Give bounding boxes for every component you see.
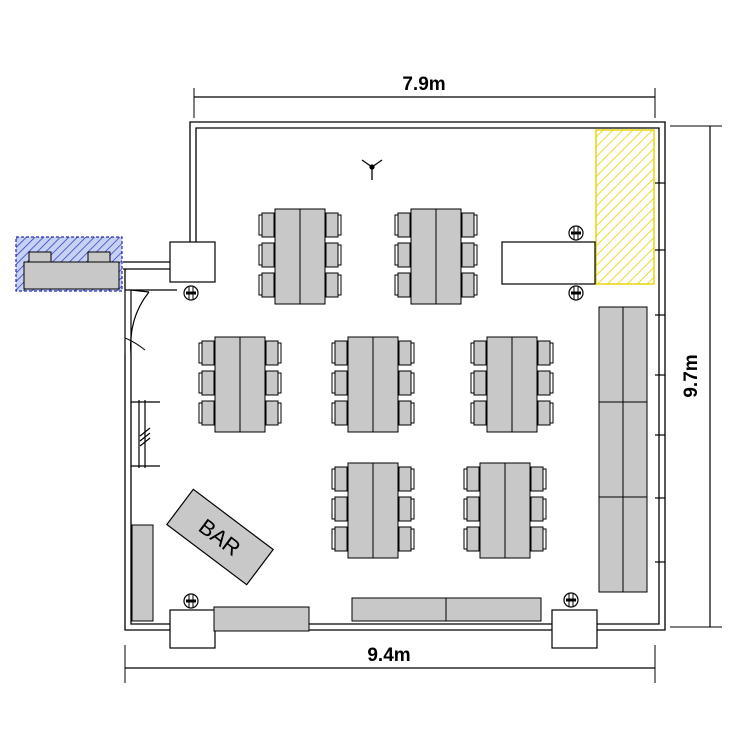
chair	[325, 272, 342, 298]
table-group	[198, 336, 282, 433]
banquet-table	[239, 336, 266, 433]
banquet-table	[299, 208, 326, 305]
chair	[470, 370, 487, 396]
chair	[398, 370, 415, 396]
power-outlet-icon	[568, 285, 584, 301]
banquet-table	[372, 462, 399, 559]
chair	[537, 370, 554, 396]
dimension-bottom: 9.4m	[124, 645, 656, 683]
chair	[265, 400, 282, 426]
chair	[265, 340, 282, 366]
column-icon	[169, 241, 598, 649]
chair	[470, 340, 487, 366]
table-group	[331, 336, 415, 433]
bar-counter: BAR	[165, 488, 275, 586]
ceiling-fan-icon	[361, 159, 383, 180]
door-swing-icon	[124, 289, 150, 356]
chair	[258, 272, 275, 298]
table-group	[394, 208, 478, 305]
chair	[198, 370, 215, 396]
chair	[461, 242, 478, 268]
chair	[461, 272, 478, 298]
banquet-table	[347, 336, 374, 433]
chair	[258, 212, 275, 238]
chair	[258, 242, 275, 268]
chair	[394, 272, 411, 298]
banquet-table	[479, 462, 506, 559]
chair	[470, 400, 487, 426]
chair	[398, 526, 415, 552]
banquet-table	[486, 336, 513, 433]
chair	[398, 400, 415, 426]
chair	[463, 526, 480, 552]
power-outlet-icon	[563, 592, 579, 608]
banquet-tables	[198, 208, 554, 559]
stage-area	[595, 129, 655, 285]
chair	[530, 466, 547, 492]
table-group	[331, 462, 415, 559]
chair	[398, 340, 415, 366]
chair	[325, 242, 342, 268]
banquet-table	[435, 208, 462, 305]
banquet-table	[214, 336, 241, 433]
chair	[537, 340, 554, 366]
dimension-bottom-label: 9.4m	[367, 645, 410, 666]
power-outlet-icon	[183, 285, 199, 301]
right-wall-marks	[655, 182, 665, 563]
chair	[530, 526, 547, 552]
chair	[537, 400, 554, 426]
table-group	[470, 336, 554, 433]
banquet-table	[347, 462, 374, 559]
banquet-table	[372, 336, 399, 433]
chair	[331, 370, 348, 396]
chair	[331, 340, 348, 366]
chair	[463, 496, 480, 522]
banquet-table	[274, 208, 301, 305]
chair	[530, 496, 547, 522]
chair	[394, 242, 411, 268]
power-outlet-icon	[568, 225, 584, 241]
banquet-table	[410, 208, 437, 305]
chair	[331, 466, 348, 492]
presenter-desk	[501, 241, 596, 285]
banquet-table	[511, 336, 538, 433]
banquet-table	[504, 462, 531, 559]
fixture-icons	[183, 225, 584, 609]
power-outlet-icon	[183, 593, 199, 609]
dimension-right-label: 9.7m	[681, 354, 702, 397]
dimension-right: 9.7m	[670, 125, 722, 628]
chair	[265, 370, 282, 396]
chair	[461, 212, 478, 238]
dimension-top: 7.9m	[193, 74, 656, 118]
table-group	[258, 208, 342, 305]
chair	[198, 400, 215, 426]
chair	[398, 496, 415, 522]
chair	[463, 466, 480, 492]
buffet-tables	[131, 306, 648, 632]
coat-rack	[131, 400, 160, 468]
chair	[331, 496, 348, 522]
exterior-zone	[15, 236, 123, 292]
dimension-top-label: 7.9m	[402, 74, 445, 95]
chair	[198, 340, 215, 366]
chair	[325, 212, 342, 238]
chair	[331, 400, 348, 426]
chair	[331, 526, 348, 552]
chair	[394, 212, 411, 238]
table-group	[463, 462, 547, 559]
chair	[398, 466, 415, 492]
